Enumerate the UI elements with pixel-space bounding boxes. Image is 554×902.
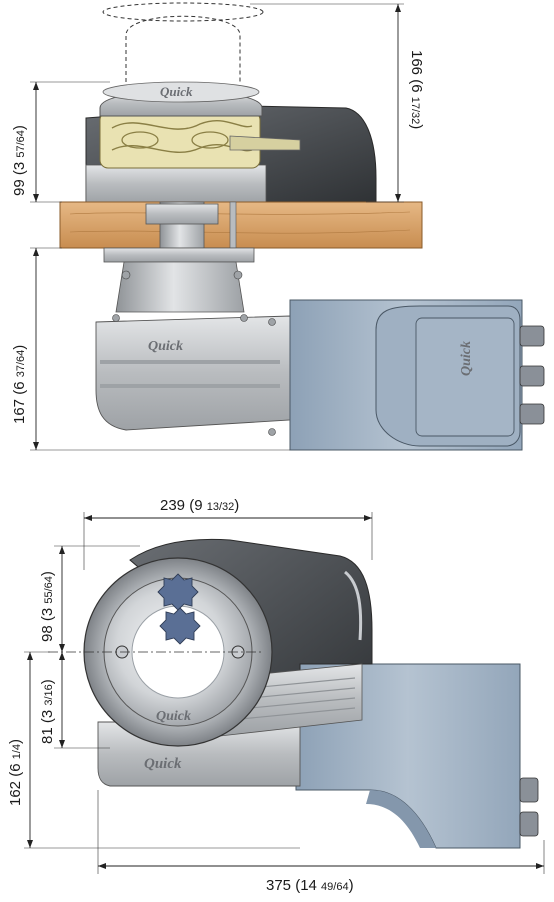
star-socket-upper <box>157 573 199 611</box>
terminal-box <box>415 317 515 437</box>
gearbox-rib-2 <box>100 384 280 388</box>
flange-bolt-right <box>233 270 243 280</box>
gearbox-rib-1 <box>100 360 280 364</box>
gearbox-body <box>95 315 291 431</box>
gypsy-link-2 <box>191 131 229 149</box>
plan-view: Quick Quick <box>48 538 539 849</box>
casting-ribs <box>229 677 356 721</box>
dim-upper-height: 99 (3 57/64) <box>11 125 28 196</box>
side-elevation-view: Quick Quick Quick <box>59 2 545 451</box>
gear-body <box>85 164 267 204</box>
chain-stripper <box>229 135 301 151</box>
gypsy-pocket-upper <box>111 119 253 130</box>
logo-drum-cap: Quick <box>160 84 193 99</box>
cable-gland-3 <box>519 403 545 425</box>
flange-bolt-left <box>121 270 131 280</box>
cable-gland-2 <box>519 365 545 387</box>
dim-lower-height: 167 (6 37/64) <box>11 345 28 424</box>
gypsy-link-1 <box>121 131 159 149</box>
logo-drum-plan: Quick <box>156 709 191 724</box>
shaft-collar <box>145 203 219 225</box>
drum-top-dashed <box>102 2 264 22</box>
gearbox-bolt-3 <box>268 318 276 326</box>
logo-base-plan: Quick <box>144 756 182 772</box>
dim-total-length: 375 (14 49/64) <box>266 877 354 894</box>
logo-gearbox: Quick <box>148 339 183 354</box>
dim-drum-height: 166 (6 17/32) <box>408 50 425 129</box>
gearbox-column <box>115 261 245 313</box>
star-socket-lower <box>159 607 201 645</box>
plan-dimensions <box>24 512 545 874</box>
dim-total-depth: 162 (6 1/4) <box>7 739 24 806</box>
drum-outline-dashed <box>125 15 241 82</box>
cable-gland-plan-1 <box>519 777 539 803</box>
motor-curve-plan <box>366 790 436 848</box>
dim-lower-offset: 81 (3 3/16) <box>39 679 56 744</box>
stud-bolt <box>229 201 237 249</box>
gearbox-bolt-1 <box>112 314 120 322</box>
gearbox-bolt-2 <box>240 314 248 322</box>
deck-board <box>59 201 423 249</box>
housing-highlight <box>343 570 363 641</box>
cable-gland-plan-2 <box>519 811 539 837</box>
dim-width: 239 (9 13/32) <box>160 497 239 514</box>
drum-cap-top <box>102 81 260 103</box>
base-flange <box>103 247 255 263</box>
cable-gland-1 <box>519 325 545 347</box>
logo-motor: Quick <box>459 341 474 376</box>
gearbox-bolt-4 <box>268 428 276 436</box>
dim-upper-offset: 98 (3 55/64) <box>39 571 56 642</box>
side-elevation-dimensions <box>30 3 404 451</box>
